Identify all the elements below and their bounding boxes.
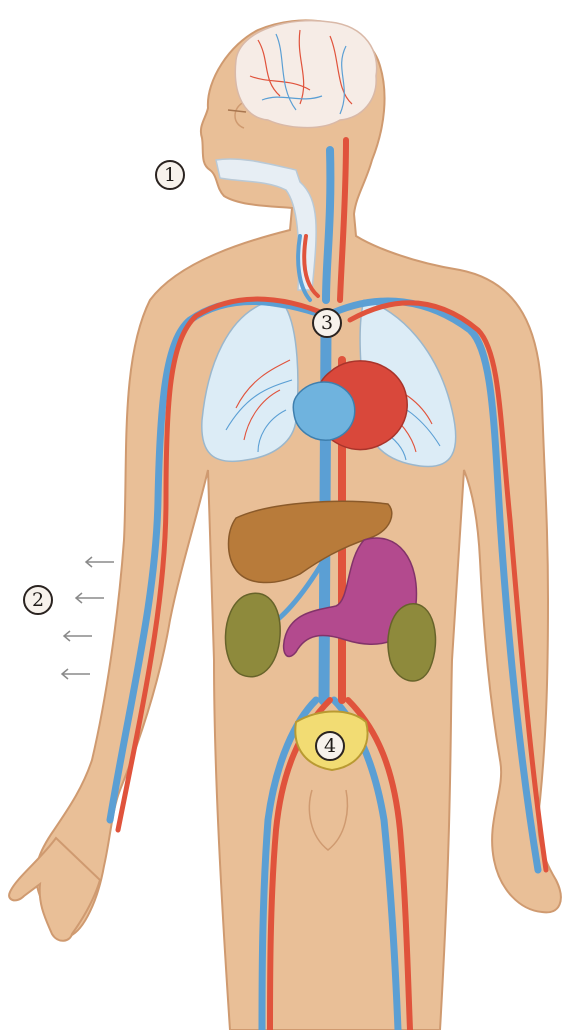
arrow-1 — [86, 557, 114, 567]
callout-1: 1 — [155, 160, 185, 190]
heart-right-side — [293, 382, 355, 440]
callout-4-label: 4 — [324, 737, 336, 756]
arrow-3 — [64, 631, 92, 641]
callout-2-label: 2 — [32, 591, 44, 610]
callout-3: 3 — [312, 308, 342, 338]
arrow-2 — [76, 593, 104, 603]
callout-1-label: 1 — [164, 166, 176, 185]
brain — [235, 21, 376, 128]
callout-4: 4 — [315, 731, 345, 761]
right-kidney — [225, 593, 280, 677]
callout-3-label: 3 — [321, 314, 333, 333]
arrow-4 — [62, 669, 90, 679]
left-kidney — [388, 604, 435, 681]
skin-arrows — [62, 557, 114, 679]
callout-2: 2 — [23, 585, 53, 615]
